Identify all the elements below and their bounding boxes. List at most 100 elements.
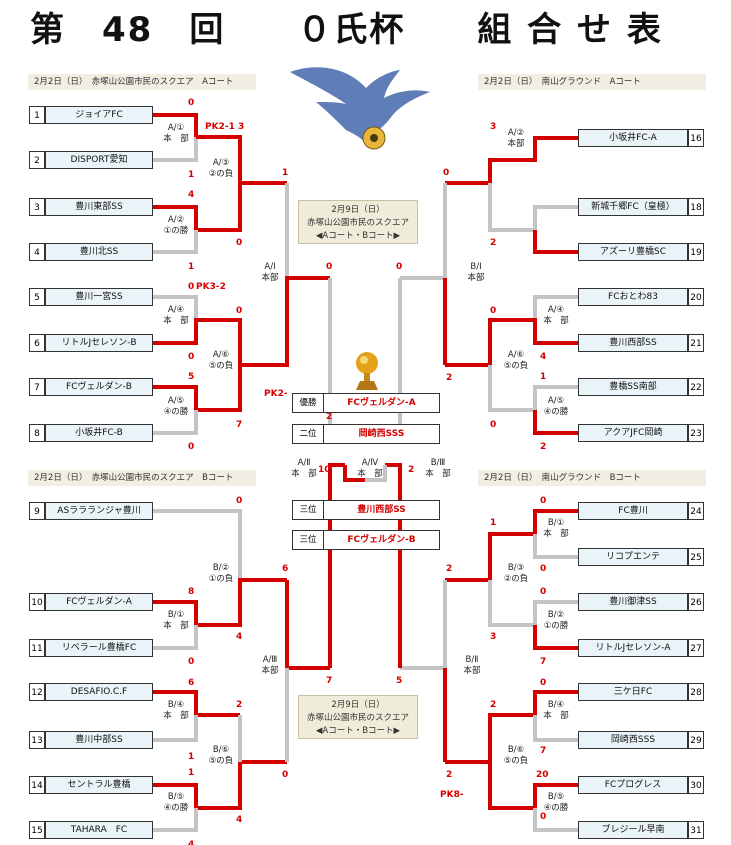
match-label: B/① 本 部: [163, 610, 189, 631]
bracket-line: [488, 183, 578, 232]
score: 1: [188, 768, 195, 778]
bracket-line: [153, 295, 198, 320]
match-label: B/⑥ ⑤の負: [208, 745, 234, 766]
result-rank: 二位: [293, 425, 324, 443]
bracket-line: [445, 690, 578, 764]
team-name: FCヴェルダン-B: [45, 378, 153, 396]
match-label: B/④ 本 部: [163, 700, 189, 721]
pk-note: PK2-: [264, 389, 288, 399]
finals-date: 2月9日（日）: [331, 700, 385, 710]
bracket-line: [285, 580, 330, 670]
finals-courts: ◀Aコート・Bコート▶: [315, 726, 401, 736]
score: 4: [236, 815, 243, 825]
score: 3: [490, 122, 497, 132]
score: 0: [188, 282, 195, 292]
match-label: B/Ⅰ 本部: [467, 262, 485, 283]
score: 8: [188, 587, 195, 597]
score: 1: [188, 170, 195, 180]
score: 3: [490, 632, 497, 642]
venue-top-right: 2月2日（日） 南山グラウンド Aコート: [478, 74, 706, 90]
team-name: DESAFIO.C.F: [45, 683, 153, 701]
score: 4: [188, 840, 195, 845]
team-number: 7: [29, 378, 45, 396]
team-number: 4: [29, 243, 45, 261]
finals-place: 赤塚山公園市民のスクエア: [306, 218, 409, 228]
bracket-line: [533, 715, 578, 742]
team-name: TAHARA FC: [45, 821, 153, 839]
team-name: ジョイアFC: [45, 106, 153, 124]
match-label: B/⑤ ④の勝: [163, 792, 189, 813]
team-number: 9: [29, 502, 45, 520]
match-label: B/④ 本 部: [543, 700, 569, 721]
match-label: B/③ ②の負: [503, 563, 529, 584]
result-third: 三位 豊川西部SS: [292, 500, 440, 520]
result-champion: 優勝 FCヴェルダン-A: [292, 393, 440, 413]
team-name: DISPORT愛知: [45, 151, 153, 169]
finals-courts: ◀Aコート・Bコート▶: [315, 231, 401, 241]
score: 20: [536, 770, 549, 780]
match-label: A/⑤ ④の勝: [543, 396, 569, 417]
team-name: 小坂井FC-A: [578, 129, 688, 147]
match-label: A/⑥ ⑤の負: [503, 350, 529, 371]
finals-info-box: 2月9日（日） 赤塚山公園市民のスクエア ◀Aコート・Bコート▶: [298, 695, 418, 739]
bracket-line: [153, 410, 198, 435]
score: 7: [540, 657, 547, 667]
score: 1: [490, 518, 497, 528]
pk-note: PK2-1 3: [205, 122, 245, 132]
team-number: 15: [29, 821, 45, 839]
result-team: FCヴェルダン-A: [347, 398, 416, 408]
team-name: アズーリ豊橋SC: [578, 243, 688, 261]
team-number: 14: [29, 776, 45, 794]
match-label: A/Ⅰ 本部: [261, 262, 279, 283]
bracket-line: [445, 509, 578, 582]
bracket-line: [533, 230, 578, 254]
team-number: 6: [29, 334, 45, 352]
team-number: 18: [688, 198, 704, 216]
team-number: 29: [688, 731, 704, 749]
score: 0: [443, 168, 450, 178]
team-number: 1: [29, 106, 45, 124]
team-number: 16: [688, 129, 704, 147]
match-label: A/⑥ ⑤の負: [208, 350, 234, 371]
team-name: FC豊川: [578, 502, 688, 520]
team-name: 豊橋SS南部: [578, 378, 688, 396]
match-label: A/③ ②の負: [208, 158, 234, 179]
score: 5: [188, 372, 195, 382]
team-number: 8: [29, 424, 45, 442]
match-label: A/Ⅱ 本 部: [291, 458, 317, 479]
result-team: FCヴェルダン-B: [347, 535, 416, 545]
page-title: 第 48 回 ０氏杯 組 合 せ 表: [30, 10, 663, 50]
team-name: FCプログレス: [578, 776, 688, 794]
score: 0: [236, 496, 243, 506]
score: 0: [188, 352, 195, 362]
team-name: 小坂井FC-B: [45, 424, 153, 442]
team-name: 新城千郷FC（皇極）: [578, 198, 688, 216]
result-team: 岡崎西SSS: [358, 429, 405, 439]
score: 0: [540, 564, 547, 574]
bracket-line: [533, 295, 578, 320]
score: 4: [540, 352, 547, 362]
bracket-line: [153, 230, 198, 254]
bracket-line: [153, 113, 198, 137]
venue-bottom-right: 2月2日（日） 南山グラウンド Bコート: [478, 470, 706, 486]
team-name: 豊川中部SS: [45, 731, 153, 749]
finals-date: 2月9日（日）: [331, 205, 385, 215]
score: 4: [236, 632, 243, 642]
team-number: 24: [688, 502, 704, 520]
match-label: B/① 本 部: [543, 518, 569, 539]
match-label: A/④ 本 部: [163, 305, 189, 326]
finals-info-box: 2月9日（日） 赤塚山公園市民のスクエア ◀Aコート・Bコート▶: [298, 200, 418, 244]
team-name: セントラル豊橋: [45, 776, 153, 794]
team-name: 豊川御津SS: [578, 593, 688, 611]
bracket-line: [153, 137, 198, 162]
score: 5: [396, 676, 403, 686]
score: 2: [408, 465, 415, 475]
score: 2: [446, 564, 453, 574]
score: 0: [188, 442, 195, 452]
score: 0: [540, 678, 547, 688]
match-label: A/Ⅳ 本 部: [357, 458, 383, 479]
pk-note: PK8-: [440, 790, 464, 800]
score: 2: [446, 373, 453, 383]
trophy-icon: [356, 352, 378, 390]
